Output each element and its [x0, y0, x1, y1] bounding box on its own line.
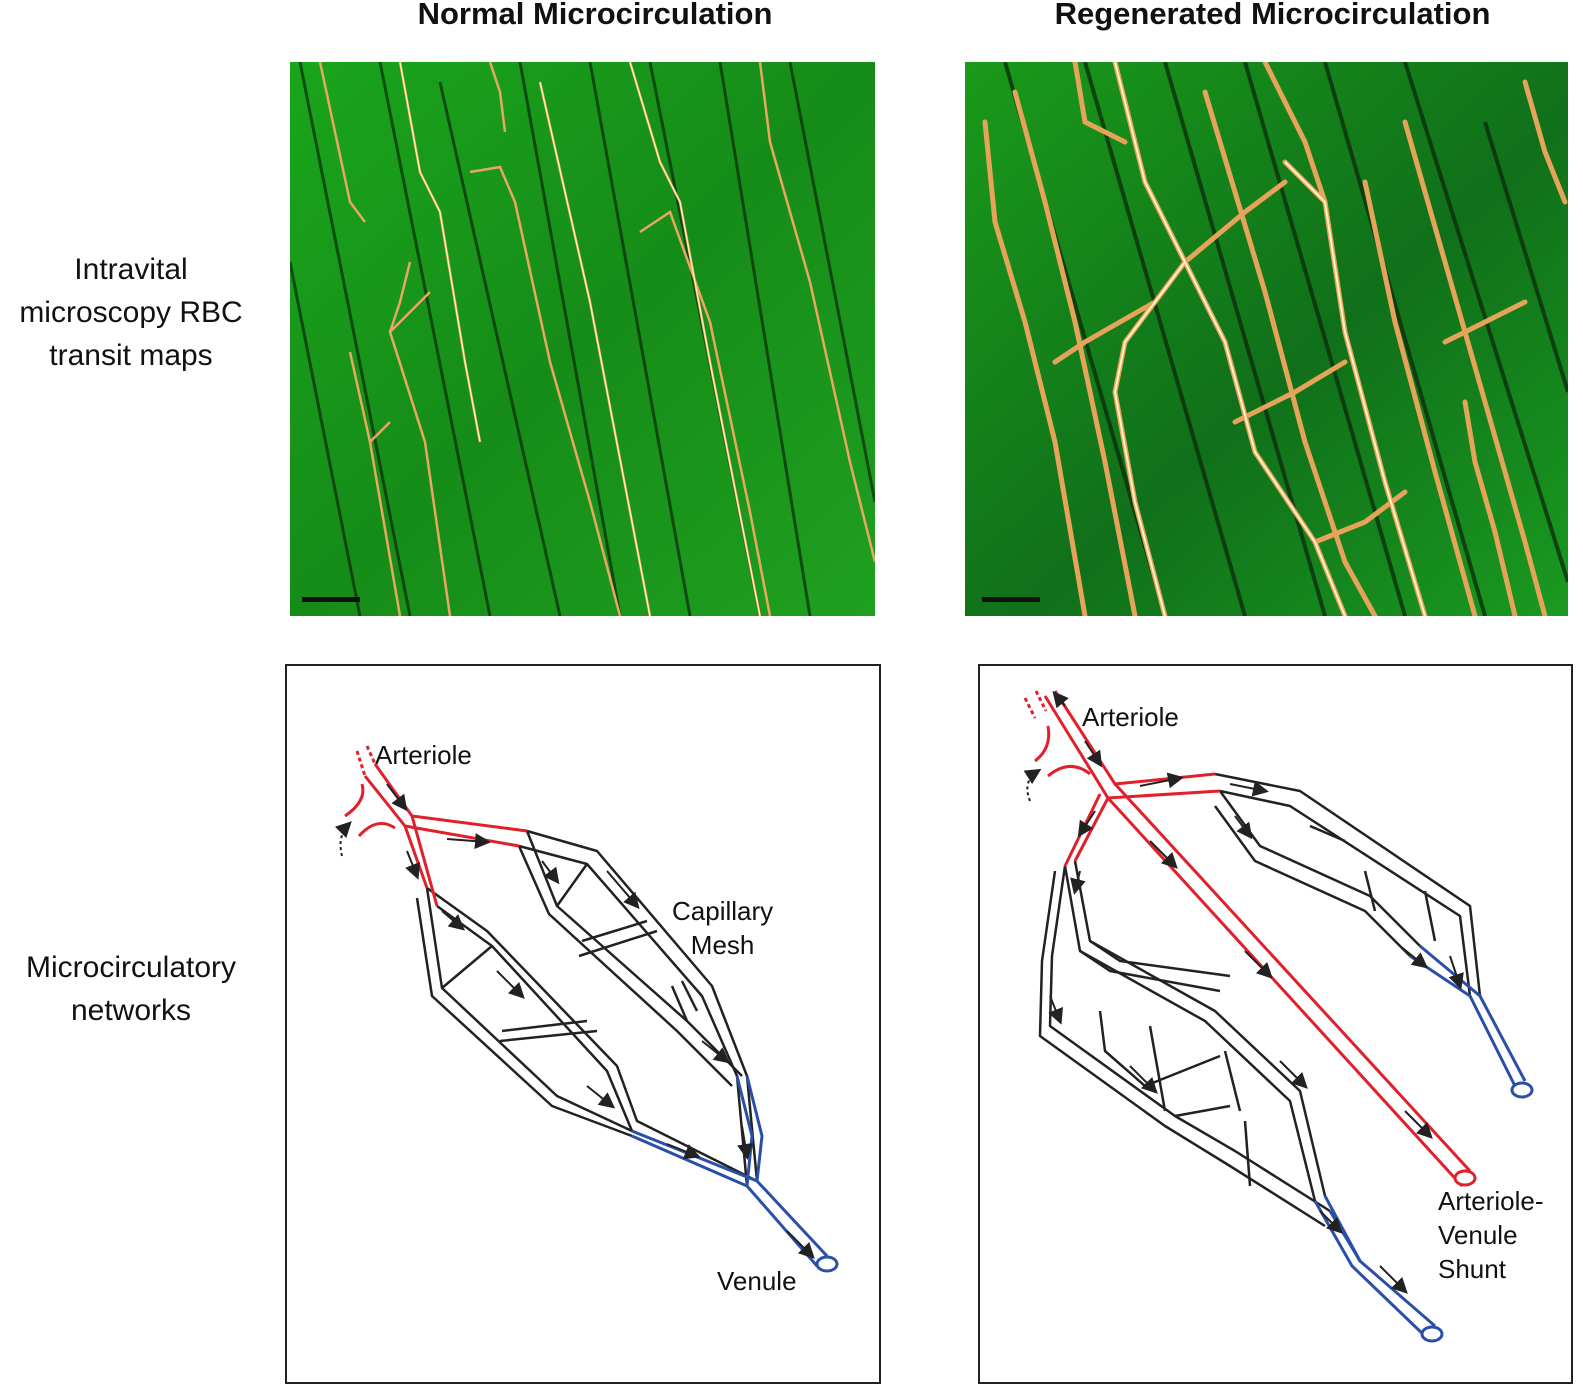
column-title-regenerated: Regenerated Microcirculation	[1054, 0, 1491, 31]
label-line: Shunt	[1438, 1254, 1506, 1284]
row-label-microscopy: Intravital microscopy RBC transit maps	[0, 248, 262, 377]
label-line: Mesh	[690, 930, 755, 960]
label-line: Venule	[1438, 1220, 1518, 1250]
row-label-line: Microcirculatory	[25, 951, 237, 984]
label-arteriole-normal: Arteriole	[375, 740, 472, 770]
row-label-line: networks	[70, 994, 192, 1027]
label-venule-normal: Venule	[717, 1266, 797, 1296]
microscopy-image-regenerated	[965, 62, 1568, 616]
microscopy-image-normal	[290, 62, 875, 616]
row-label-networks: Microcirculatory networks	[0, 946, 262, 1032]
row-label-line: transit maps	[49, 339, 213, 372]
row-label-line: microscopy RBC	[19, 296, 243, 329]
network-panel-regenerated: Arteriole Arteriole- Venule Shunt	[978, 664, 1573, 1384]
network-panel-normal: Arteriole Capillary Mesh Venule	[285, 664, 881, 1384]
label-line: Arteriole-	[1438, 1186, 1544, 1216]
label-arteriole-regenerated: Arteriole	[1082, 702, 1179, 732]
label-av-shunt: Arteriole- Venule Shunt	[1438, 1184, 1543, 1286]
row-label-line: Intravital	[74, 253, 188, 286]
label-capillary-mesh: Capillary Mesh	[672, 894, 773, 962]
label-line: Capillary	[672, 896, 774, 926]
column-title-normal: Normal Microcirculation	[417, 0, 773, 31]
